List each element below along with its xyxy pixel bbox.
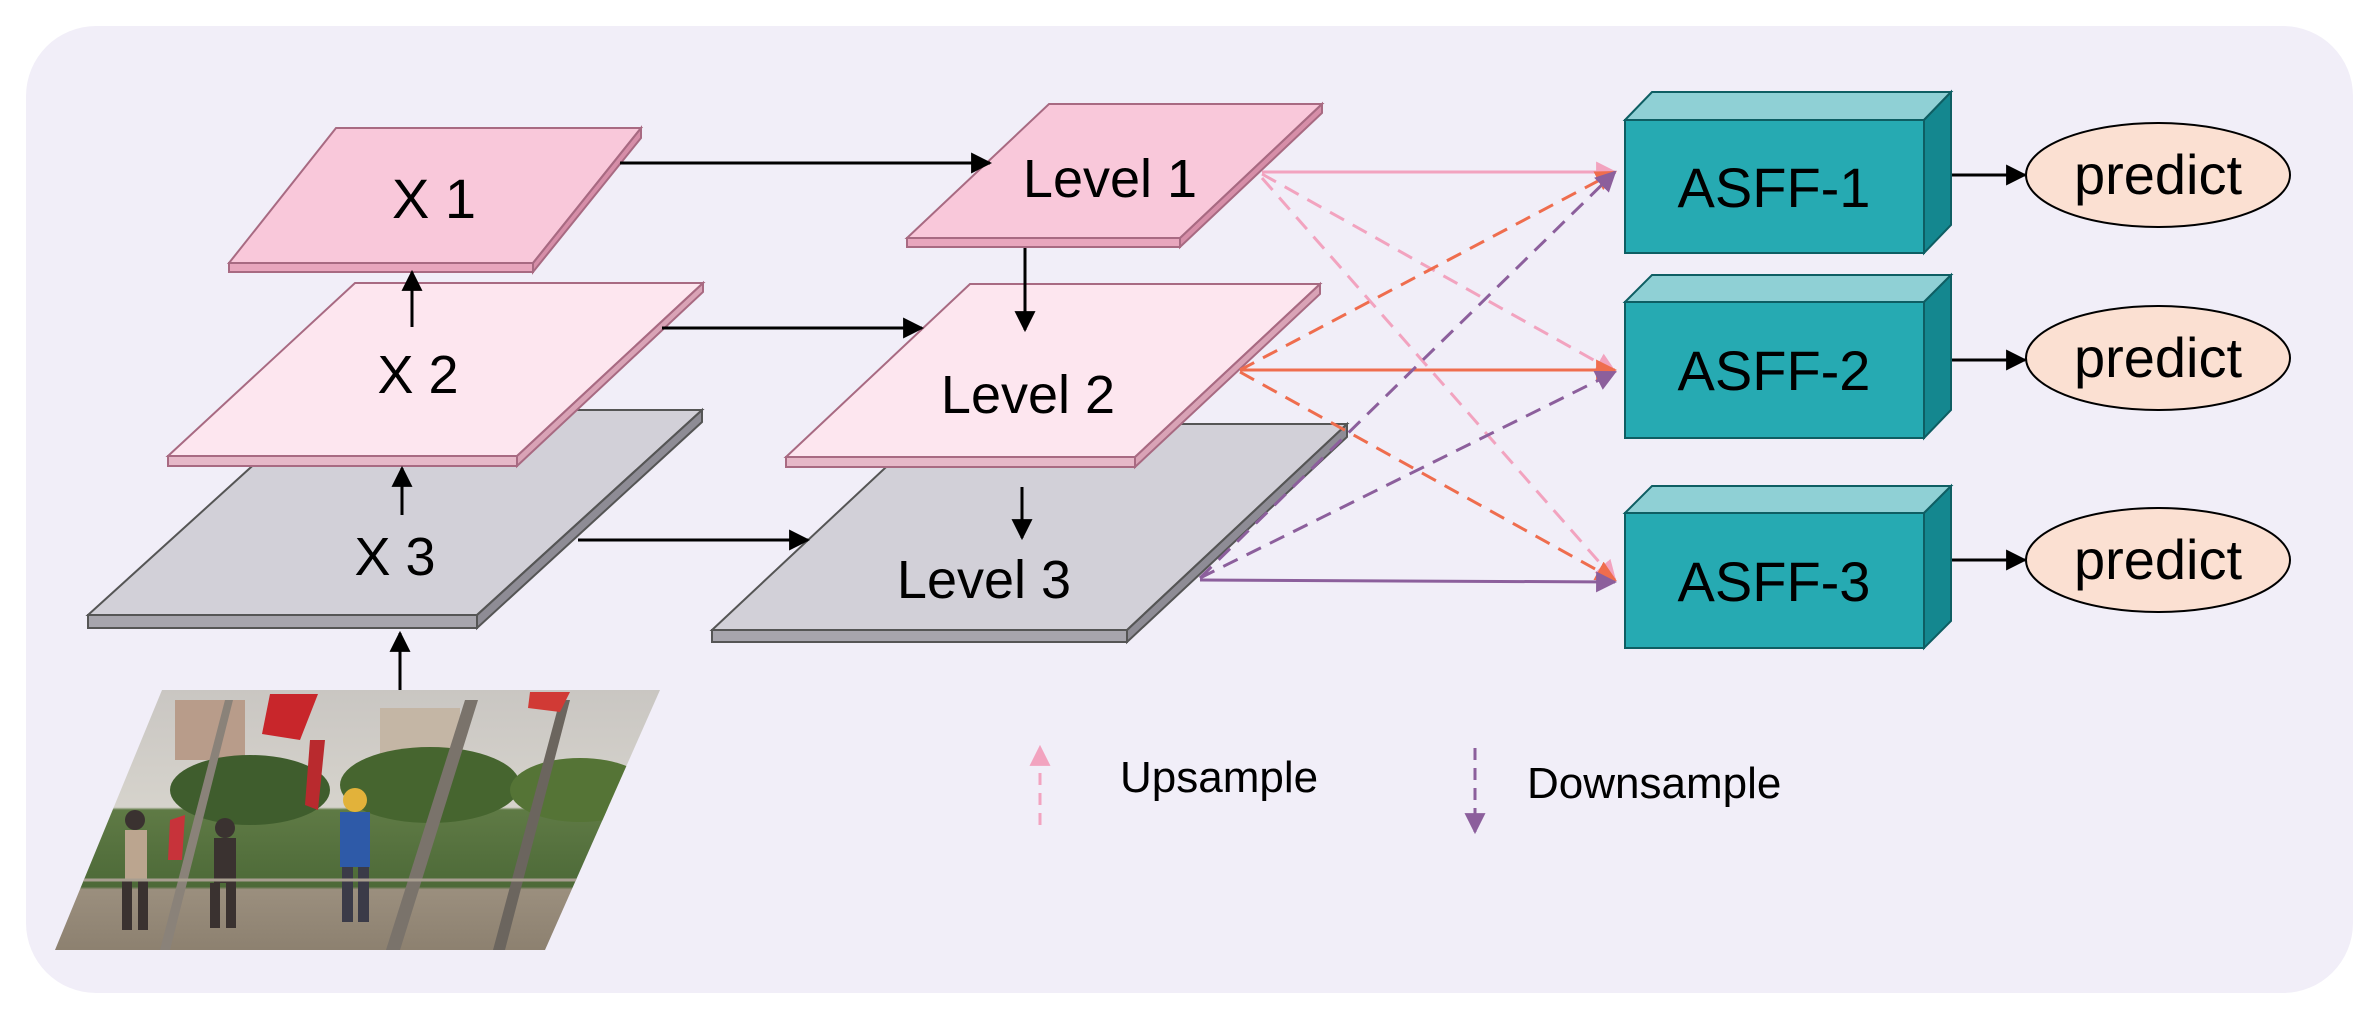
predict-node-3: predict bbox=[2025, 507, 2291, 613]
arrow-level1-to-asff2 bbox=[1261, 172, 1617, 374]
predict-node-1: predict bbox=[2025, 122, 2291, 228]
legend: Upsample Downsample bbox=[1029, 744, 1781, 835]
predict1-label: predict bbox=[2074, 143, 2243, 206]
level1-fusion-arrows bbox=[1260, 161, 1618, 582]
legend-upsample: Upsample bbox=[1029, 744, 1318, 825]
level2-fusion-arrows bbox=[1239, 170, 1618, 582]
level3-fusion-arrows bbox=[1198, 170, 1618, 593]
arrow-level1-to-asff3 bbox=[1260, 177, 1617, 582]
level2-label: Level 2 bbox=[941, 365, 1115, 425]
layer-level2: Level 2 bbox=[783, 281, 1323, 470]
predict2-label: predict bbox=[2074, 326, 2243, 389]
asff2-label: ASFF-2 bbox=[1678, 339, 1871, 402]
level1-label: Level 1 bbox=[1023, 149, 1197, 209]
backbone-arrows bbox=[389, 152, 1036, 692]
x2-label: X 2 bbox=[377, 345, 458, 405]
output-arrows bbox=[1952, 164, 2028, 571]
arrow-level2-to-asff1 bbox=[1239, 170, 1617, 372]
x1-label: X 1 bbox=[392, 167, 476, 230]
asff1-label: ASFF-1 bbox=[1678, 156, 1871, 219]
x3-label: X 3 bbox=[354, 527, 435, 587]
layer-x2: X 2 bbox=[165, 280, 706, 469]
asff-block-3: ASFF-3 bbox=[1622, 483, 1954, 651]
layer-x1: X 1 bbox=[226, 125, 644, 275]
asff-block-1: ASFF-1 bbox=[1622, 89, 1954, 256]
predict-node-2: predict bbox=[2025, 305, 2291, 411]
arrow-level3-to-asff1 bbox=[1198, 170, 1617, 580]
level3-label: Level 3 bbox=[897, 550, 1071, 610]
input-photo bbox=[55, 690, 660, 950]
asff-block-2: ASFF-2 bbox=[1622, 272, 1954, 441]
legend-upsample-label: Upsample bbox=[1120, 753, 1318, 802]
layer-level1: Level 1 bbox=[904, 101, 1325, 250]
arrow-level2-to-asff3 bbox=[1239, 370, 1617, 582]
legend-downsample-label: Downsample bbox=[1527, 759, 1781, 808]
layer-x3: X 3 bbox=[85, 407, 705, 631]
legend-downsample: Downsample bbox=[1464, 748, 1781, 835]
predict3-label: predict bbox=[2074, 528, 2243, 591]
arrow-level3-to-asff3 bbox=[1199, 571, 1618, 593]
asff3-label: ASFF-3 bbox=[1678, 550, 1871, 613]
